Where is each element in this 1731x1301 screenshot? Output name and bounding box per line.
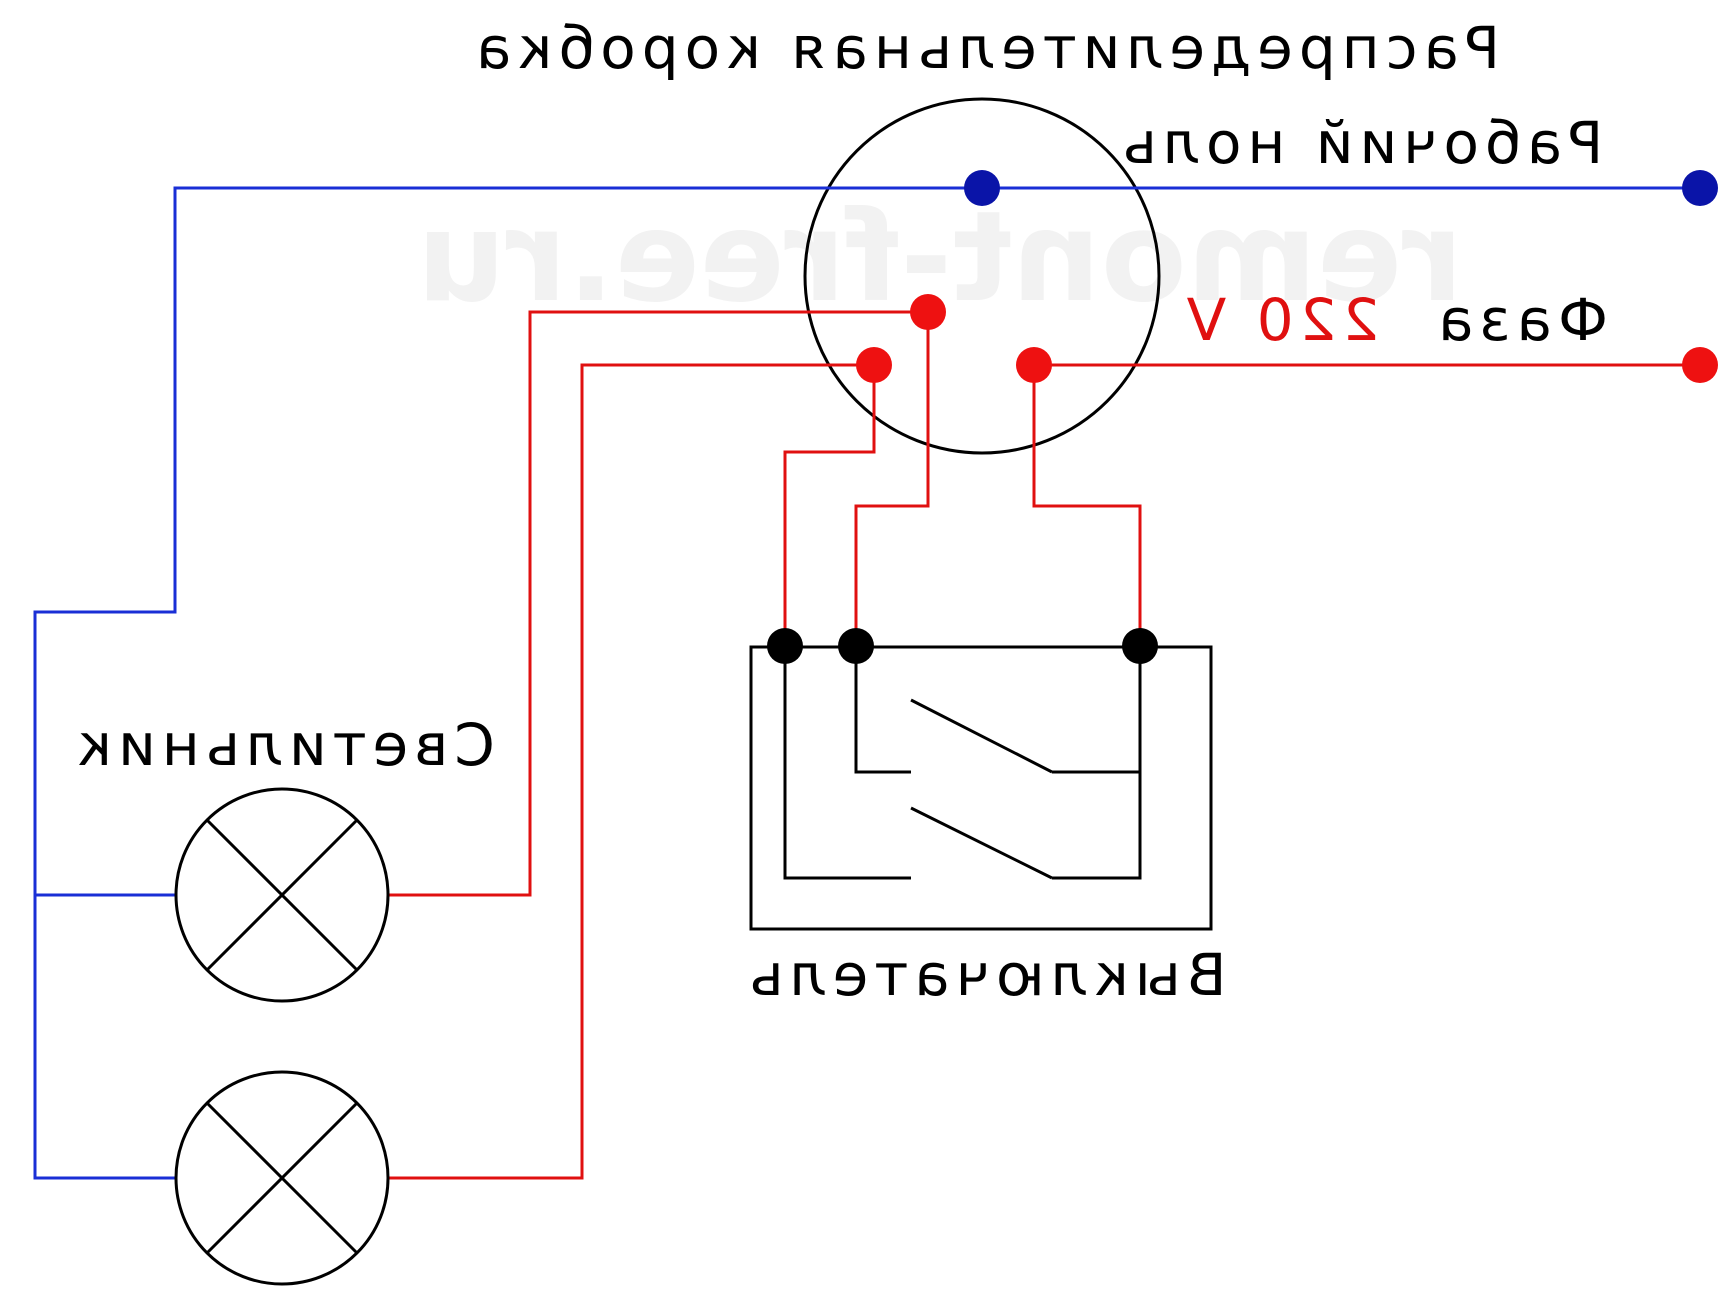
- phase-terminal-dot: [1682, 347, 1718, 383]
- switch-contact-2-right: [1052, 772, 1142, 880]
- switch-contact-2-left: [783, 646, 911, 880]
- switch-label: Выключатель: [743, 941, 1226, 1009]
- switch-contact-1-right: [1052, 646, 1142, 774]
- switch-lever-1: [910, 698, 1053, 774]
- switch-out-2-wire: [783, 365, 876, 646]
- phase-junction-dot-3: [1016, 347, 1052, 383]
- lamp-2-phase-wire: [388, 363, 874, 1180]
- neutral-wiring: [33, 186, 1700, 1180]
- junction-box: [803, 97, 1161, 455]
- double-switch: [749, 628, 1213, 931]
- switch-terminal-1: [767, 628, 803, 664]
- voltage-label: 220 V: [1181, 286, 1380, 354]
- lamp-label: Светильник: [71, 711, 495, 779]
- neutral-terminal-dot: [1682, 170, 1718, 206]
- lamp-1-phase-wire: [388, 310, 928, 897]
- switch-contact-1-left: [854, 646, 911, 774]
- switch-terminal-2: [838, 628, 874, 664]
- lamp-1-cross-b: [205, 818, 359, 972]
- neutral-junction-dot: [964, 170, 1000, 206]
- neutral-label: Рабочий ноль: [1117, 109, 1604, 177]
- neutral-wire-main: [33, 186, 1700, 1180]
- junction-box-label: Распределительная коробка: [470, 14, 1500, 82]
- switch-terminal-common: [1122, 628, 1158, 664]
- switch-out-1-wire: [854, 312, 930, 646]
- lamp-2: [174, 1070, 390, 1286]
- lamp-1: [174, 787, 390, 1003]
- phase-to-switch-common: [1032, 365, 1142, 646]
- phase-wiring: [388, 310, 1700, 1180]
- lamp-2-cross-b: [205, 1101, 359, 1255]
- phase-junction-dot-2: [856, 347, 892, 383]
- phase-label: Фаза: [1432, 286, 1608, 354]
- switch-lever-2: [910, 806, 1053, 880]
- phase-junction-dot-1: [910, 294, 946, 330]
- lamp-1-circle: [174, 787, 390, 1003]
- switch-housing: [749, 645, 1213, 931]
- lamp-2-circle: [174, 1070, 390, 1286]
